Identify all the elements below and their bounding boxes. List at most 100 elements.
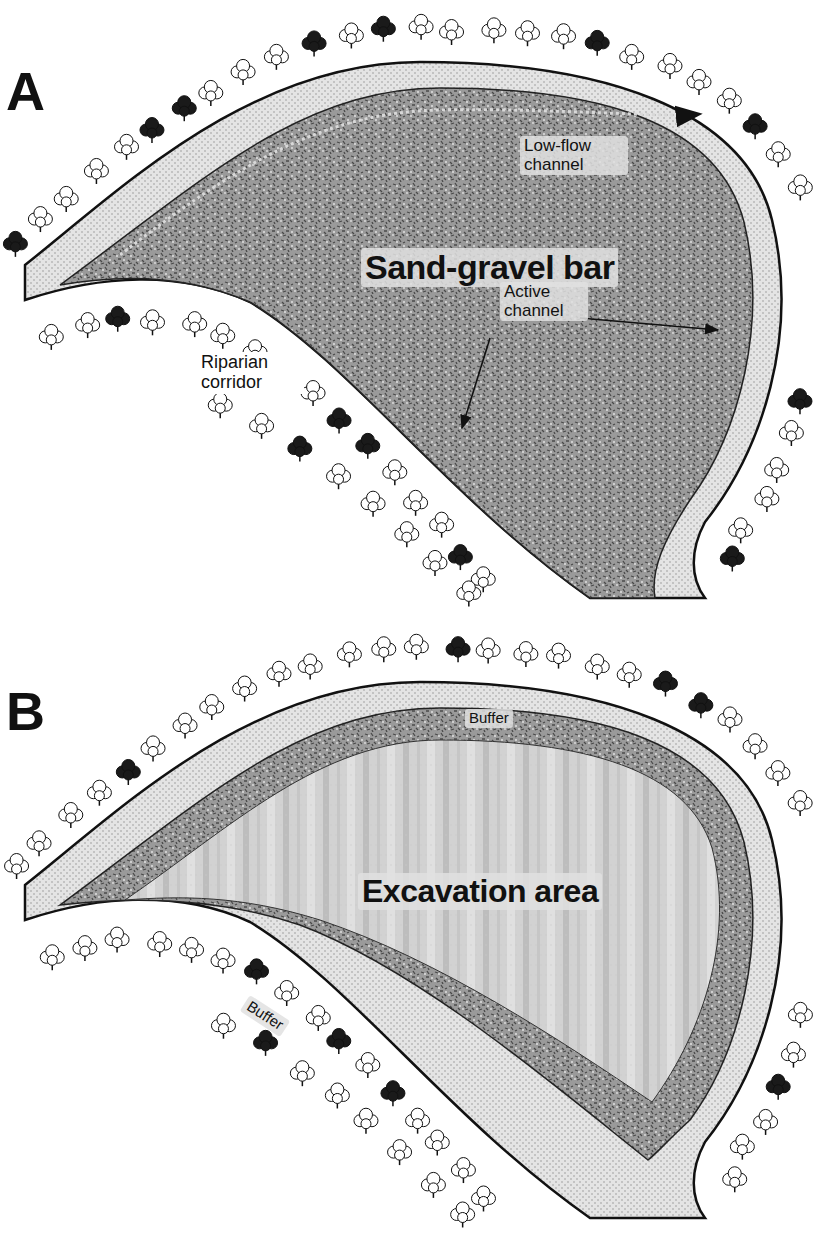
tree-symbol	[718, 707, 742, 733]
tree-symbol	[302, 31, 326, 57]
tree-symbol	[254, 1030, 278, 1056]
tree-symbol	[743, 734, 767, 760]
tree-symbol	[250, 413, 274, 439]
tree-symbol	[421, 1172, 445, 1198]
tree-symbol	[451, 1202, 475, 1228]
tree-symbol	[211, 1013, 235, 1039]
tree-symbol	[39, 324, 63, 350]
tree-symbol	[141, 736, 165, 762]
tree-symbol	[516, 21, 540, 47]
tree-symbol	[430, 512, 454, 538]
tree-symbol	[687, 69, 711, 95]
tree-symbol	[552, 24, 576, 50]
tree-symbol	[779, 420, 803, 446]
tree-symbol	[547, 643, 571, 669]
tree-symbol	[27, 831, 51, 857]
tree-symbol	[183, 312, 207, 338]
tree-symbol	[199, 80, 223, 106]
tree-symbol	[717, 88, 741, 114]
tree-symbol	[425, 1130, 449, 1156]
tree-symbol	[211, 948, 235, 974]
tree-symbol	[446, 637, 470, 662]
tree-symbol	[231, 59, 255, 85]
tree-symbol	[448, 545, 472, 571]
tree-symbol	[754, 1109, 778, 1135]
tree-symbol	[585, 654, 609, 680]
tree-symbol	[361, 491, 385, 517]
tree-symbol	[423, 550, 447, 576]
tree-symbol	[264, 44, 288, 70]
corridor-label: Riparian corridor	[198, 352, 304, 394]
tree-symbol	[200, 695, 224, 721]
tree-symbol	[5, 854, 29, 880]
tree-symbol	[208, 393, 232, 419]
tree-symbol	[267, 661, 291, 687]
tree-symbol	[388, 1140, 412, 1166]
tree-symbol	[105, 927, 129, 953]
tree-symbol	[440, 20, 464, 46]
buffer-label: Buffer	[465, 709, 513, 728]
tree-symbol	[356, 1053, 380, 1079]
tree-symbol	[406, 1108, 430, 1134]
tree-symbol	[233, 676, 257, 702]
region-label: Excavation area	[358, 873, 602, 910]
tree-symbol	[755, 486, 779, 512]
tree-symbol	[720, 546, 744, 572]
tree-symbol	[28, 207, 52, 233]
tree-symbol	[148, 932, 172, 958]
tree-symbol	[356, 433, 380, 459]
tree-symbol	[585, 30, 609, 56]
tree-symbol	[482, 18, 506, 43]
tree-symbol	[689, 693, 713, 719]
tree-symbol	[54, 186, 78, 212]
tree-symbol	[290, 1061, 314, 1087]
tree-symbol	[288, 436, 312, 462]
tree-symbol	[339, 23, 363, 49]
tree-symbol	[371, 16, 395, 42]
tree-symbol	[306, 1005, 330, 1031]
tree-symbol	[409, 14, 433, 39]
tree-symbol	[457, 581, 481, 607]
tree-symbol	[73, 936, 97, 962]
tree-symbol	[743, 114, 767, 140]
channel-label: Low-flow channel	[520, 136, 628, 175]
tree-symbol	[337, 642, 361, 668]
tree-symbol	[788, 389, 812, 415]
tree-symbol	[106, 306, 130, 332]
panel-b	[25, 682, 781, 1218]
tree-symbol	[87, 780, 111, 806]
panel-letter: B	[6, 682, 45, 741]
tree-symbol	[766, 1074, 790, 1100]
channel-label: Active channel	[500, 282, 588, 321]
tree-symbol	[3, 231, 27, 257]
tree-symbol	[658, 53, 682, 79]
tree-symbol	[395, 522, 419, 548]
tree-symbol	[245, 959, 269, 985]
tree-symbol	[730, 1134, 754, 1160]
tree-symbol	[172, 96, 196, 122]
panel-letter: A	[6, 62, 45, 121]
tree-symbol	[383, 460, 407, 486]
tree-symbol	[211, 323, 235, 349]
tree-symbol	[788, 791, 812, 817]
tree-symbol	[451, 1158, 475, 1184]
tree-symbol	[766, 142, 790, 168]
tree-symbol	[788, 1002, 812, 1028]
tree-symbol	[173, 713, 197, 739]
tree-symbol	[76, 313, 100, 339]
tree-symbol	[476, 638, 500, 664]
tree-symbol	[298, 654, 322, 680]
tree-symbol	[653, 671, 677, 697]
tree-symbol	[301, 381, 325, 407]
tree-symbol	[404, 634, 428, 660]
tree-symbol	[325, 1083, 349, 1109]
tree-symbol	[788, 175, 812, 201]
tree-symbol	[327, 408, 351, 434]
tree-symbol	[617, 662, 641, 688]
tree-symbol	[354, 1108, 378, 1134]
tree-symbol	[116, 759, 140, 785]
tree-symbol	[620, 44, 644, 70]
tree-symbol	[723, 1167, 747, 1193]
tree-symbol	[115, 134, 139, 160]
